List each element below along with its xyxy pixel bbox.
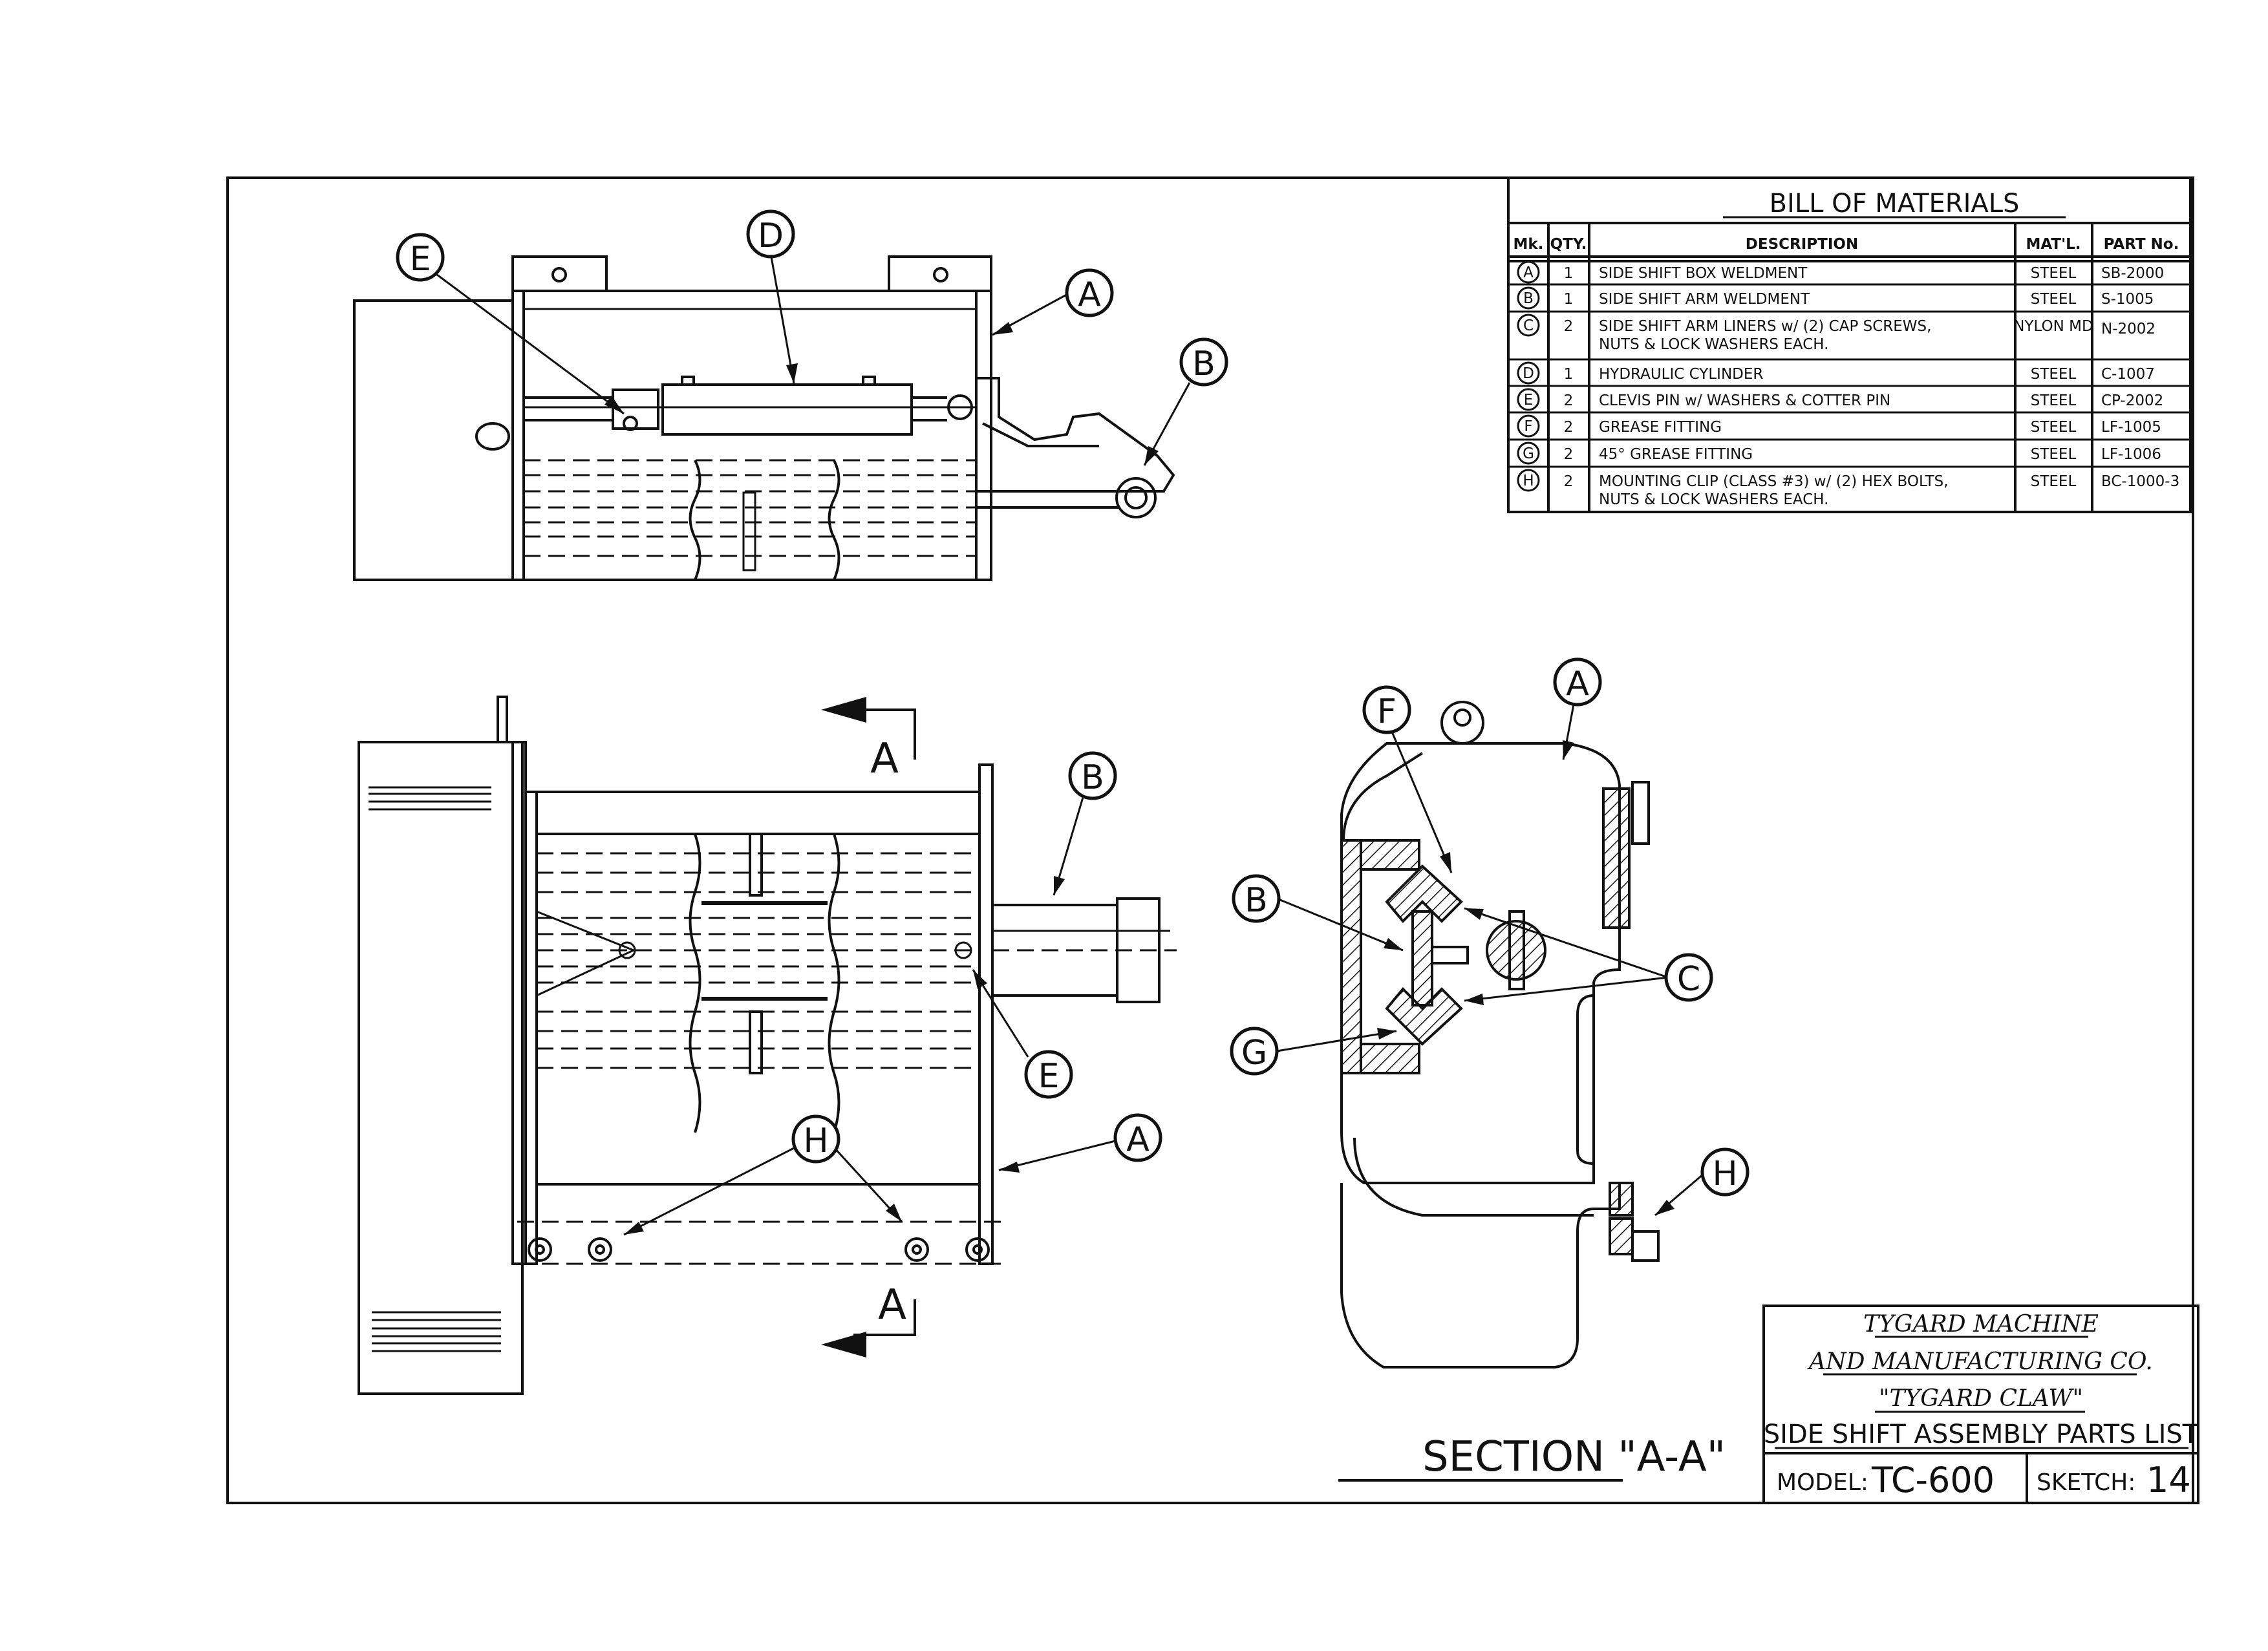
svg-text:B: B — [1081, 758, 1104, 797]
bom-row-desc: SIDE SHIFT BOX WELDMENT — [1599, 265, 1808, 282]
bom-row-desc: CLEVIS PIN w/ WASHERS & COTTER PIN — [1599, 392, 1890, 409]
section-arrow-label-top: A — [870, 735, 899, 783]
bom-row-desc: SIDE SHIFT ARM LINERS w/ (2) CAP SCREWS, — [1599, 318, 1931, 335]
drawing-border — [226, 176, 2194, 1504]
bill-of-materials-table: BILL OF MATERIALS Mk. QTY. DESCRIPTION M… — [1507, 176, 2192, 513]
svg-text:A: A — [1566, 665, 1589, 703]
bom-row-desc-cont: NUTS & LOCK WASHERS EACH. — [1599, 336, 1828, 353]
bom-row-mk: D — [1523, 365, 1534, 382]
svg-text:G: G — [1241, 1034, 1267, 1072]
svg-text:H: H — [803, 1122, 828, 1160]
top-view: E D A B — [353, 209, 1228, 581]
callout-section-b: B — [1232, 874, 1281, 923]
bom-row-part-no: LF-1006 — [2101, 446, 2161, 463]
bom-row-part-no: S-1005 — [2101, 291, 2154, 308]
sketch-label: SKETCH: — [2037, 1469, 2135, 1496]
svg-text:B: B — [1192, 345, 1215, 383]
bom-header-material: MAT'L. — [2026, 236, 2081, 253]
bom-row-desc-cont: NUTS & LOCK WASHERS EACH. — [1599, 491, 1828, 508]
bom-row-qty: 1 — [1564, 291, 1574, 308]
callout-top-e: E — [396, 233, 445, 282]
bom-row-qty: 2 — [1564, 446, 1574, 463]
svg-text:F: F — [1377, 692, 1396, 731]
svg-text:A: A — [1078, 275, 1101, 314]
svg-text:B: B — [1245, 881, 1268, 920]
callout-top-d: D — [746, 209, 795, 259]
bom-row-desc: SIDE SHIFT ARM WELDMENT — [1599, 291, 1810, 308]
callout-section-f: F — [1362, 685, 1411, 734]
bom-row-material: STEEL — [2031, 446, 2077, 463]
callout-section-h: H — [1700, 1147, 1749, 1197]
callout-top-a: A — [1065, 268, 1114, 317]
bom-row-qty: 1 — [1564, 366, 1574, 383]
bom-row-material: STEEL — [2031, 392, 2077, 409]
bom-row-material: STEEL — [2031, 291, 2077, 308]
bom-row-desc: HYDRAULIC CYLINDER — [1599, 366, 1763, 383]
callout-front-a: A — [1113, 1113, 1162, 1162]
model-label: MODEL: — [1777, 1469, 1868, 1496]
front-view: A A B E A H — [358, 696, 1177, 1395]
svg-text:D: D — [758, 217, 784, 255]
bom-row-part-no: CP-2002 — [2101, 392, 2163, 409]
bom-row-desc: MOUNTING CLIP (CLASS #3) w/ (2) HEX BOLT… — [1599, 473, 1949, 490]
section-view: SECTION "A-A" F A B C G H — [1230, 657, 1749, 1482]
title-block: TYGARD MACHINE AND MANUFACTURING CO. "TY… — [1762, 1305, 2199, 1504]
section-title: SECTION "A-A" — [1422, 1433, 1726, 1481]
bom-row-qty: 2 — [1564, 473, 1574, 490]
svg-text:C: C — [1677, 960, 1700, 999]
bom-row-mk: G — [1523, 445, 1534, 462]
bom-row-part-no: BC-1000-3 — [2101, 473, 2179, 490]
svg-text:H: H — [1712, 1155, 1737, 1193]
bom-row-desc: GREASE FITTING — [1599, 419, 1722, 436]
section-arrow-label-bottom: A — [878, 1281, 906, 1329]
bom-row-material: STEEL — [2031, 265, 2077, 282]
bom-row-desc: 45° GREASE FITTING — [1599, 446, 1753, 463]
callout-section-c: C — [1664, 953, 1713, 1002]
company-name-line2: AND MANUFACTURING CO. — [1807, 1348, 2153, 1375]
sheet-title: SIDE SHIFT ASSEMBLY PARTS LIST — [1764, 1420, 2199, 1449]
bom-row-mk: B — [1523, 290, 1534, 307]
bom-row-mk: F — [1524, 418, 1532, 435]
svg-text:A: A — [1126, 1120, 1150, 1159]
bom-row-qty: 2 — [1564, 392, 1574, 409]
bom-row-material: NYLON MD — [2013, 318, 2093, 335]
bom-row-mk: E — [1524, 392, 1534, 409]
bom-row-mk: C — [1523, 317, 1534, 334]
bom-header-description: DESCRIPTION — [1746, 236, 1858, 253]
callout-front-h: H — [791, 1114, 840, 1164]
svg-text:E: E — [1038, 1057, 1060, 1096]
callout-top-b: B — [1179, 337, 1228, 387]
svg-text:E: E — [410, 240, 431, 279]
bom-row-material: STEEL — [2031, 366, 2077, 383]
bom-row-qty: 1 — [1564, 265, 1574, 282]
bom-header-mk: Mk. — [1514, 236, 1544, 253]
bom-row-part-no: SB-2000 — [2101, 265, 2164, 282]
callout-section-a: A — [1553, 657, 1602, 707]
sketch-value: 14 — [2146, 1460, 2191, 1500]
bom-title: BILL OF MATERIALS — [1770, 189, 2020, 218]
bom-row-mk: A — [1523, 264, 1534, 281]
company-name-line1: TYGARD MACHINE — [1863, 1311, 2099, 1337]
bom-row-qty: 2 — [1564, 318, 1574, 335]
bom-row-mk: H — [1523, 473, 1534, 489]
callout-section-g: G — [1230, 1027, 1279, 1076]
bom-row-material: STEEL — [2031, 419, 2077, 436]
bom-header-part-no: PART No. — [2104, 236, 2179, 253]
bom-row-material: STEEL — [2031, 473, 2077, 490]
bom-row-part-no: N-2002 — [2101, 321, 2156, 337]
bom-header-qty: QTY. — [1550, 236, 1587, 253]
callout-front-b: B — [1068, 751, 1117, 800]
model-value: TC-600 — [1871, 1460, 1995, 1500]
product-name: "TYGARD CLAW" — [1879, 1385, 2083, 1412]
callout-front-e: E — [1024, 1050, 1073, 1099]
bom-row-part-no: LF-1005 — [2101, 419, 2161, 436]
bom-row-qty: 2 — [1564, 419, 1574, 436]
bom-row-part-no: C-1007 — [2101, 366, 2155, 383]
